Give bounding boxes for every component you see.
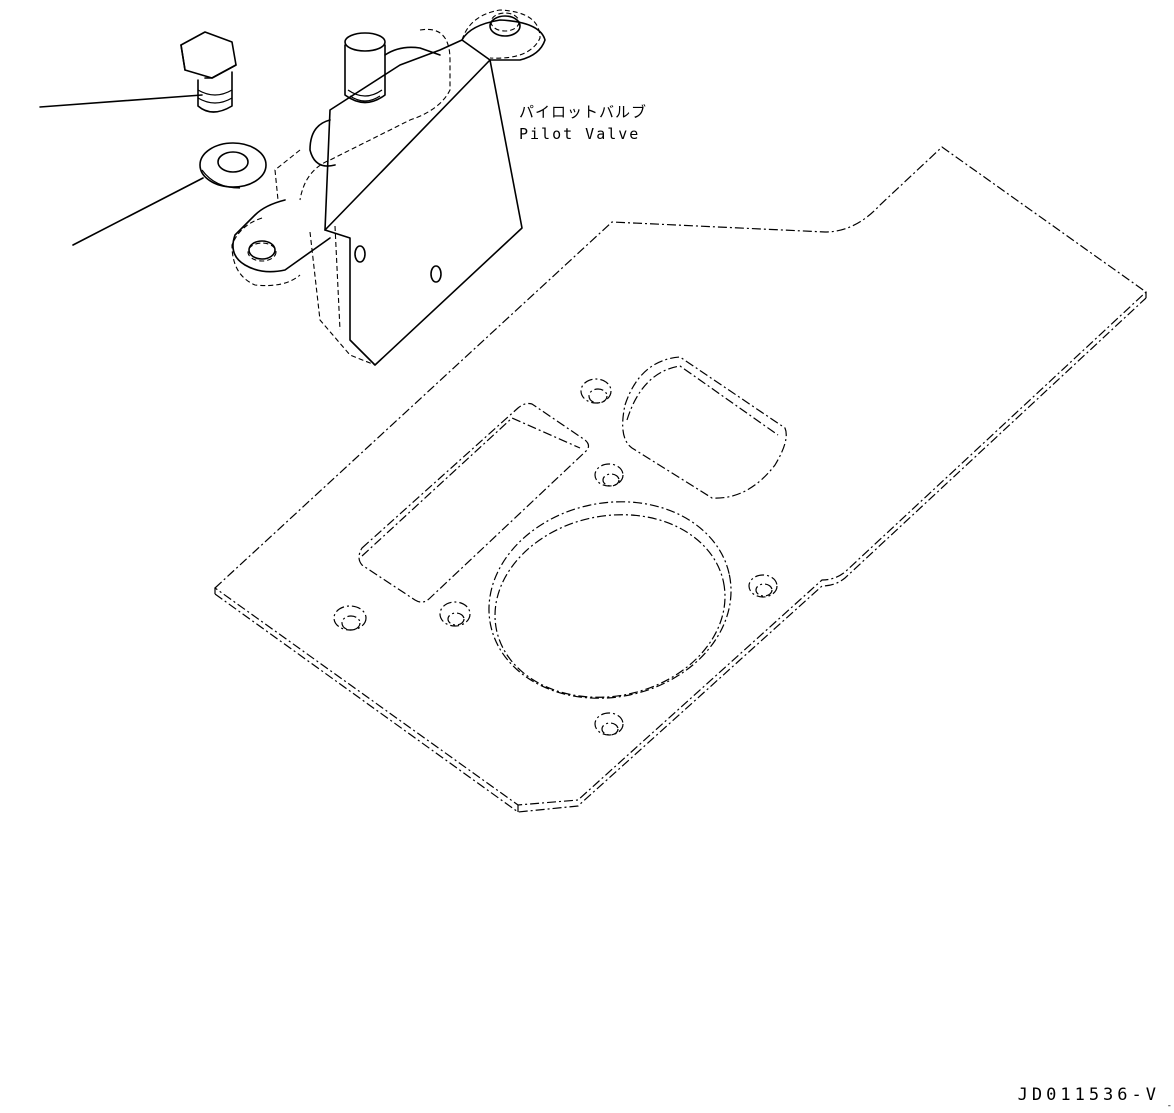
mounting-plate (214, 146, 1147, 813)
pilot-valve (231, 9, 546, 366)
part-label-english: Pilot Valve (519, 125, 641, 143)
bolt-hole (333, 605, 367, 631)
corner-mark: - (1166, 1101, 1172, 1111)
part-label-japanese: パイロットバルブ (519, 103, 648, 121)
bolt-hole (748, 574, 778, 598)
bolt-hole (439, 601, 471, 627)
washer-leader-line (72, 177, 204, 246)
drawing-number: JD011536-V (1017, 1085, 1160, 1105)
bolt-hole (594, 712, 624, 736)
bolt (180, 31, 237, 113)
bolt-hole (580, 378, 612, 404)
bolt-hole (594, 463, 624, 487)
washer (199, 142, 267, 189)
bolt-leader-line (39, 94, 203, 108)
